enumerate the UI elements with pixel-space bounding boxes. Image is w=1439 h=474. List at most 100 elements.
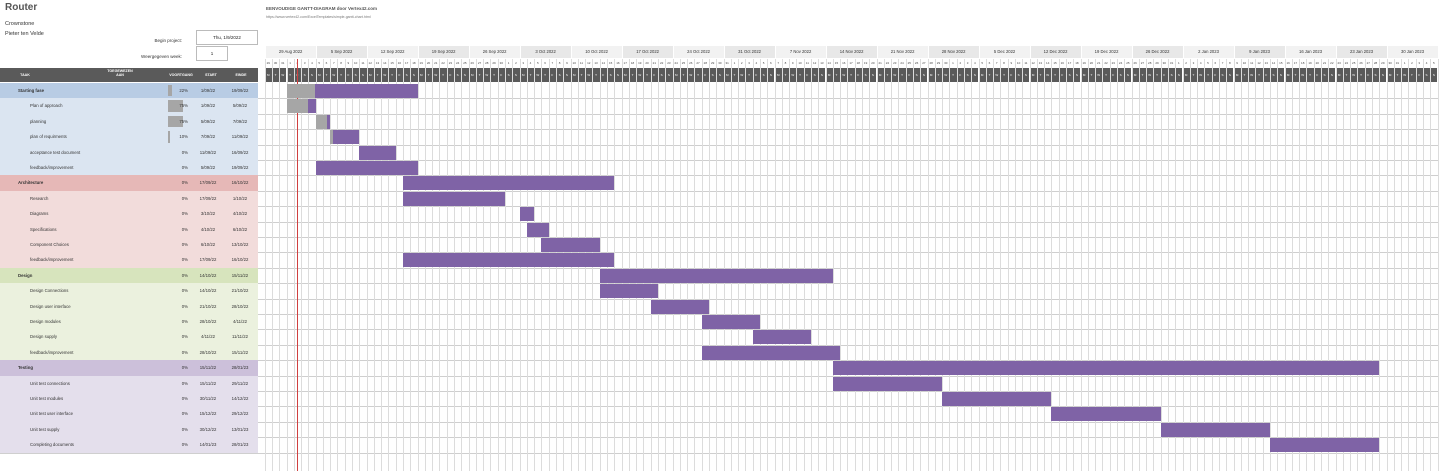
table-header: TAAK TOEGEWEZEN AAN VOORTGANG START EIND… bbox=[0, 68, 258, 82]
day-letter: F bbox=[956, 68, 964, 82]
template-link[interactable]: https://www.vertex42.com/ExcelTemplates/… bbox=[266, 15, 371, 19]
gantt-bar bbox=[701, 315, 760, 329]
task-name: Unit test connections bbox=[30, 380, 70, 386]
day-number: 19 bbox=[1308, 61, 1312, 65]
gantt-bar bbox=[832, 376, 943, 391]
day-number: 24 bbox=[900, 61, 904, 65]
day-number: 2 bbox=[296, 61, 299, 65]
task-name: Component Choices bbox=[30, 242, 69, 247]
grid-line bbox=[1029, 59, 1031, 471]
progress-value: 0% bbox=[181, 426, 188, 432]
day-letter: T bbox=[490, 68, 498, 82]
grid-line bbox=[1007, 59, 1009, 471]
row-divider bbox=[0, 160, 1439, 161]
day-number: 12 bbox=[1257, 61, 1261, 65]
gantt-progress-bar bbox=[315, 114, 327, 129]
grid-line bbox=[1408, 59, 1410, 471]
day-letter: S bbox=[1320, 68, 1329, 82]
today-marker bbox=[297, 59, 299, 471]
day-number: 14 bbox=[383, 61, 387, 65]
day-number: 27 bbox=[696, 61, 700, 65]
day-number: 24 bbox=[1344, 61, 1349, 65]
grid-line bbox=[1350, 59, 1352, 471]
start-date: 6/10/22 bbox=[200, 242, 216, 247]
day-number: 21 bbox=[878, 61, 882, 65]
day-number: 27 bbox=[1366, 61, 1370, 65]
week-header: 21 Nov 2022 bbox=[876, 46, 928, 58]
task-name: Design user interface bbox=[30, 303, 71, 309]
begin-project-input[interactable]: Thu, 1/9/2022 bbox=[196, 30, 258, 45]
day-letter: S bbox=[359, 68, 367, 82]
day-letter: S bbox=[454, 68, 462, 82]
display-week-input[interactable]: 1 bbox=[196, 46, 228, 61]
row-divider bbox=[0, 452, 1439, 454]
day-letter: F bbox=[1415, 68, 1423, 82]
gantt-bar bbox=[541, 238, 600, 252]
day-number: 26 bbox=[689, 61, 693, 65]
grid-line bbox=[709, 59, 711, 471]
day-number: 22 bbox=[1104, 61, 1108, 65]
day-letter: W bbox=[942, 68, 950, 82]
day-letter: T bbox=[847, 68, 855, 82]
day-number: 16 bbox=[1060, 61, 1064, 65]
day-letter: T bbox=[388, 68, 396, 82]
day-letter: M bbox=[825, 68, 833, 82]
day-number: 2 bbox=[1411, 61, 1413, 65]
row-divider bbox=[0, 129, 1439, 131]
day-number: 18 bbox=[856, 61, 860, 65]
end-date: 1/10/22 bbox=[232, 195, 248, 201]
day-number: 26 bbox=[470, 61, 474, 65]
task-name: Specifications bbox=[30, 226, 57, 232]
day-letter: T bbox=[1036, 68, 1045, 82]
week-header: 5 Dec 2022 bbox=[978, 46, 1030, 58]
end-date: 7/09/22 bbox=[232, 118, 248, 124]
task-name: planning bbox=[30, 118, 47, 124]
start-date: 1/09/22 bbox=[200, 103, 216, 109]
day-letter: S bbox=[767, 68, 775, 82]
grid-line bbox=[1218, 59, 1220, 471]
day-number: 27 bbox=[1140, 61, 1145, 65]
day-letter: W bbox=[1401, 68, 1409, 82]
day-number: 5 bbox=[536, 61, 539, 65]
day-number: 24 bbox=[674, 61, 678, 65]
grid-line bbox=[1371, 59, 1373, 471]
day-letter: S bbox=[308, 68, 316, 82]
end-date: 5/09/22 bbox=[232, 103, 248, 109]
task-name: feedback/improvement bbox=[30, 257, 74, 263]
task-name: Design Connections bbox=[30, 288, 69, 294]
progress-value: 0% bbox=[181, 442, 188, 448]
day-letter: T bbox=[592, 68, 600, 82]
end-date: 13/10/22 bbox=[231, 242, 249, 247]
day-letter: S bbox=[1015, 68, 1023, 82]
day-number: 27 bbox=[477, 61, 482, 65]
start-date: 15/12/22 bbox=[199, 411, 217, 417]
grid-line bbox=[315, 59, 317, 471]
week-header: 23 Jan 2023 bbox=[1335, 46, 1387, 58]
header-progress: VOORTGANG bbox=[169, 73, 193, 77]
grid-line bbox=[1131, 59, 1133, 471]
